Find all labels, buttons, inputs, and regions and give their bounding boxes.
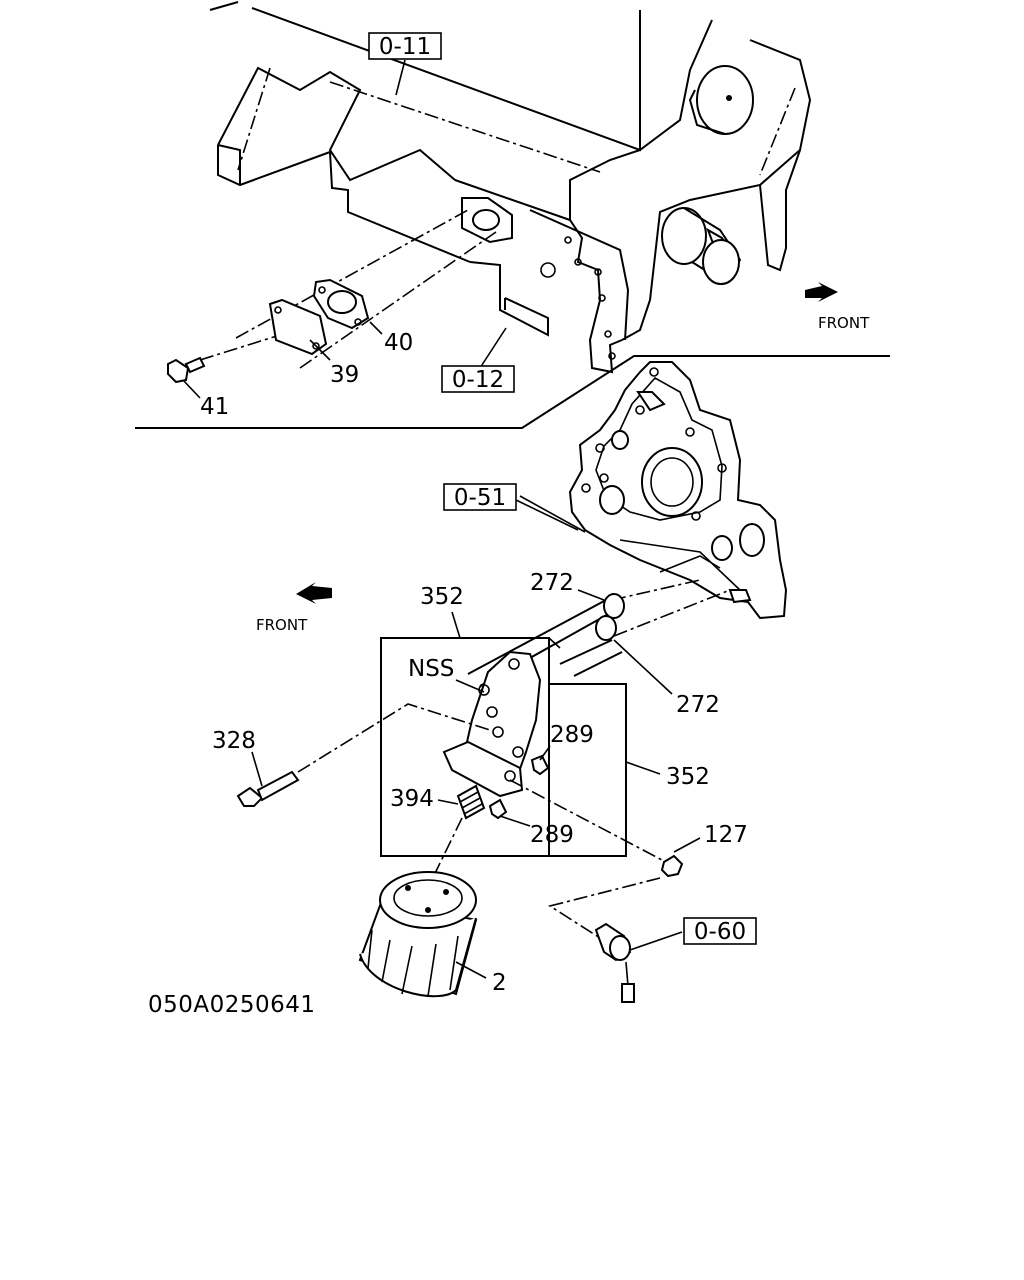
front-label-left: FRONT [256, 616, 308, 634]
stud-394 [456, 784, 486, 820]
plug-289-upper [530, 754, 550, 776]
block-holes [540, 236, 616, 360]
callout-39: 39 [330, 362, 359, 388]
callout-2: 2 [492, 970, 507, 996]
callout-labels: 0-11 0-12 0-51 0-60 41 39 40 352 272 272… [148, 32, 870, 1018]
callout-41: 41 [200, 394, 229, 420]
callout-40: 40 [384, 330, 413, 356]
oil-pressure-switch [594, 922, 635, 1003]
ref-0-51: 0-51 [454, 485, 506, 511]
bolt-328 [236, 770, 300, 807]
nut-127 [660, 854, 684, 878]
ref-0-60: 0-60 [694, 919, 746, 945]
oil-filter-2 [358, 871, 478, 998]
callout-127: 127 [704, 822, 748, 848]
callout-289-upper: 289 [550, 722, 594, 748]
callout-289-lower: 289 [530, 822, 574, 848]
callout-394: 394 [390, 786, 434, 812]
callout-352-top: 352 [420, 584, 464, 610]
oil-filter-adapter-352 [442, 650, 542, 798]
callout-352-right: 352 [666, 764, 710, 790]
front-arrow-top [805, 282, 838, 302]
front-label-top: FRONT [818, 314, 870, 332]
callout-nss: NSS [408, 656, 454, 682]
plug-289-lower [488, 798, 508, 820]
oil-pump-housing [568, 361, 788, 620]
ref-0-11: 0-11 [379, 34, 431, 60]
front-arrow-left [296, 582, 332, 604]
gasket-40 [312, 278, 370, 330]
engine-block-drawing [209, 1, 812, 374]
callout-272-top: 272 [530, 570, 574, 596]
plate-39 [268, 298, 328, 356]
section-divider [135, 355, 890, 429]
callout-328: 328 [212, 728, 256, 754]
bolt-41 [167, 356, 206, 384]
callout-272-bottom: 272 [676, 692, 720, 718]
ref-0-12: 0-12 [452, 367, 504, 393]
diagram-code: 050A0250641 [148, 992, 316, 1018]
o-rings-272 [595, 593, 625, 641]
